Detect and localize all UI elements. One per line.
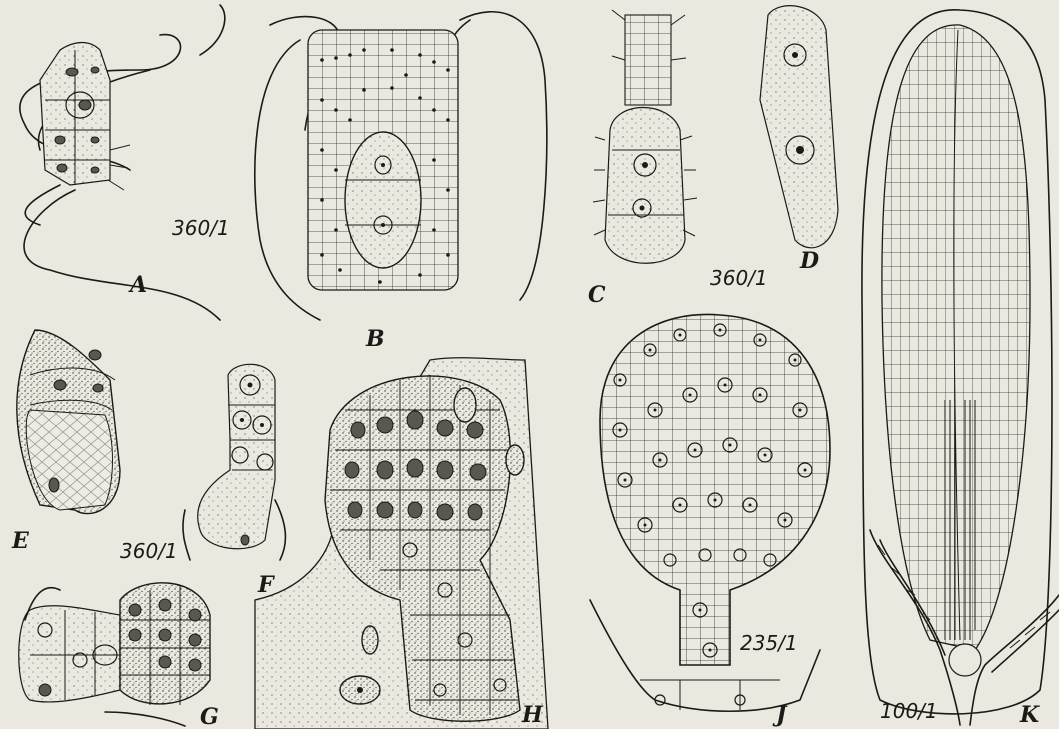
panel-j: 235/1 J bbox=[590, 314, 830, 728]
panel-label-c: C bbox=[588, 282, 606, 308]
magnification-a: 360/1 bbox=[172, 216, 230, 240]
panel-h: H bbox=[255, 358, 548, 729]
panel-label-d: D bbox=[799, 248, 819, 274]
magnification-k: 100/1 bbox=[880, 699, 938, 723]
panel-f: F bbox=[183, 364, 286, 598]
panel-label-g: G bbox=[200, 704, 219, 729]
panel-g: G bbox=[19, 583, 219, 729]
panel-label-f: F bbox=[257, 572, 275, 598]
panel-k: 100/1 K bbox=[862, 10, 1059, 728]
panel-c: C bbox=[588, 10, 697, 308]
magnification-e: 360/1 bbox=[120, 539, 178, 563]
panel-label-h: H bbox=[521, 702, 544, 728]
panel-label-e: E bbox=[11, 528, 30, 554]
panel-label-a: A bbox=[128, 272, 147, 298]
magnification-j: 235/1 bbox=[740, 631, 798, 655]
panel-label-k: K bbox=[1019, 702, 1040, 728]
panel-e: E 360/1 bbox=[11, 330, 178, 563]
panel-d: D 360/1 bbox=[710, 6, 838, 290]
magnification-d: 360/1 bbox=[710, 266, 768, 290]
panel-a: A 360/1 bbox=[20, 5, 230, 320]
panel-b: B bbox=[255, 12, 547, 352]
panel-label-j: J bbox=[772, 702, 788, 728]
panel-label-b: B bbox=[365, 326, 385, 352]
